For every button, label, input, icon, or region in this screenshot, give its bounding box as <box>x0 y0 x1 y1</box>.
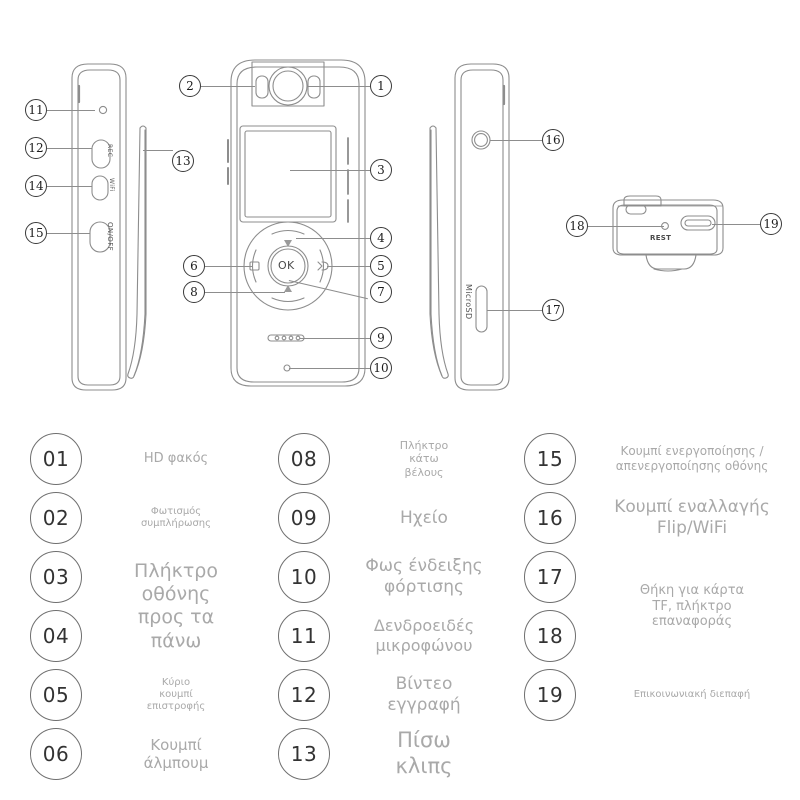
legend-column-middle: 08 Πλήκτρο κάτω βέλους 09 Ηχείο 10 Φως ένδειξ… <box>264 415 510 800</box>
leader-3 <box>290 170 370 171</box>
leader-9 <box>300 338 370 339</box>
callout-12: 12 <box>25 137 47 159</box>
legend-number-badge: 10 <box>278 551 330 603</box>
legend-label-span: Θήκη για κάρτα TF, πλήκτρο επαναφοράς <box>639 582 745 630</box>
callout-9: 9 <box>370 327 392 349</box>
legend-label: HD φακός <box>143 451 209 467</box>
leader-4 <box>296 238 370 239</box>
legend-number-badge: 06 <box>30 728 82 780</box>
legend-number-badge: 09 <box>278 492 330 544</box>
legend-label: Πλήκτρο κάτω βέλους <box>399 438 449 479</box>
callout-5: 5 <box>370 255 392 277</box>
leader-16 <box>490 140 542 141</box>
wifi-button-label: WiFi <box>108 178 115 192</box>
callout-14: 14 <box>25 175 47 197</box>
legend-number-badge: 18 <box>524 610 576 662</box>
bottom-view-art <box>612 195 724 272</box>
leader-11 <box>47 110 95 111</box>
leader-2 <box>201 86 255 87</box>
callout-15: 15 <box>25 222 47 244</box>
callout-3: 3 <box>370 159 392 181</box>
leader-14 <box>47 186 92 187</box>
leader-8 <box>205 292 285 293</box>
legend-column-right: 15 Κουμπί ενεργοποίησης / απενεργοποίησης… <box>510 415 798 800</box>
leader-18 <box>588 226 664 227</box>
leader-5 <box>327 266 370 267</box>
leader-15 <box>47 233 90 234</box>
leader-19 <box>712 224 760 225</box>
callout-1: 1 <box>370 75 392 97</box>
legend-label: Κουμπί εναλλαγής Flip/WiFi <box>614 497 770 538</box>
product-diagram: REC WiFi ON/OFF OK MicroSD REST 11 12 14… <box>25 59 782 391</box>
legend-number-badge: 05 <box>30 669 82 721</box>
callout-6: 6 <box>183 255 205 277</box>
legend-label: Βίντεο εγγραφή <box>387 674 461 715</box>
device-artwork <box>71 59 724 391</box>
legend-label-span: Πλήκτρο οθόνης προς τα πάνω <box>134 560 218 652</box>
leader-10 <box>289 368 370 369</box>
rec-button-label: REC <box>106 144 113 158</box>
microsd-slot-label: MicroSD <box>464 284 473 320</box>
legend-number-badge: 04 <box>30 610 82 662</box>
callout-8: 8 <box>183 281 205 303</box>
legend-number-badge: 13 <box>278 728 330 780</box>
callout-2: 2 <box>179 75 201 97</box>
legend-number-badge: 17 <box>524 551 576 603</box>
legend-number-badge: 16 <box>524 492 576 544</box>
callout-13: 13 <box>172 150 194 172</box>
legend-number-badge: 19 <box>524 669 576 721</box>
reset-label: REST <box>650 234 672 242</box>
callout-19: 19 <box>760 213 782 235</box>
front-view-art <box>227 59 366 387</box>
callout-16: 16 <box>542 129 564 151</box>
legend-number-badge: 03 <box>30 551 82 603</box>
legend-number-badge: 08 <box>278 433 330 485</box>
legend-label: Ηχείο <box>400 507 448 528</box>
callout-18: 18 <box>566 215 588 237</box>
leader-6 <box>205 266 252 267</box>
legend-label: Κουμπί ενεργοποίησης / απενεργοποίησης ο… <box>615 444 769 473</box>
left-side-view-art <box>71 63 147 391</box>
callout-11: 11 <box>25 99 47 121</box>
callout-4: 4 <box>370 227 392 249</box>
leader-17 <box>487 310 542 311</box>
callout-7: 7 <box>370 281 392 303</box>
legend-number-badge: 15 <box>524 433 576 485</box>
legend-label: Κύριο κουμπί επιστροφής <box>146 676 206 713</box>
legend-label: Δενδροειδές μικροφώνου <box>373 616 475 655</box>
legend-column-left: 01 HD φακός 02 Φωτισμός συμπλήρωσης 03 04 05 Κύ… <box>8 415 264 800</box>
leader-1 <box>308 86 370 87</box>
legend-number-badge: 12 <box>278 669 330 721</box>
legend-number-badge: 01 <box>30 433 82 485</box>
legend-number-badge: 02 <box>30 492 82 544</box>
onoff-switch-label: ON/OFF <box>106 222 114 252</box>
callout-10: 10 <box>370 357 392 379</box>
legend-number-badge: 11 <box>278 610 330 662</box>
legend-label: Φως ένδειξης φόρτισης <box>365 556 483 597</box>
legend-label: Πίσω κλιπς <box>395 728 453 778</box>
legend-label: Επικοινωνιακή διεπαφή <box>633 688 751 700</box>
legend: 01 HD φακός 02 Φωτισμός συμπλήρωσης 03 04 05 Κύ… <box>0 415 800 800</box>
leader-13 <box>143 150 173 151</box>
legend-label: Φωτισμός συμπλήρωσης <box>140 505 212 529</box>
ok-button-label: OK <box>278 259 295 272</box>
right-side-view-art <box>429 63 510 391</box>
callout-17: 17 <box>542 299 564 321</box>
legend-label: Κουμπί άλμπουμ <box>143 735 209 772</box>
leader-12 <box>47 148 92 149</box>
